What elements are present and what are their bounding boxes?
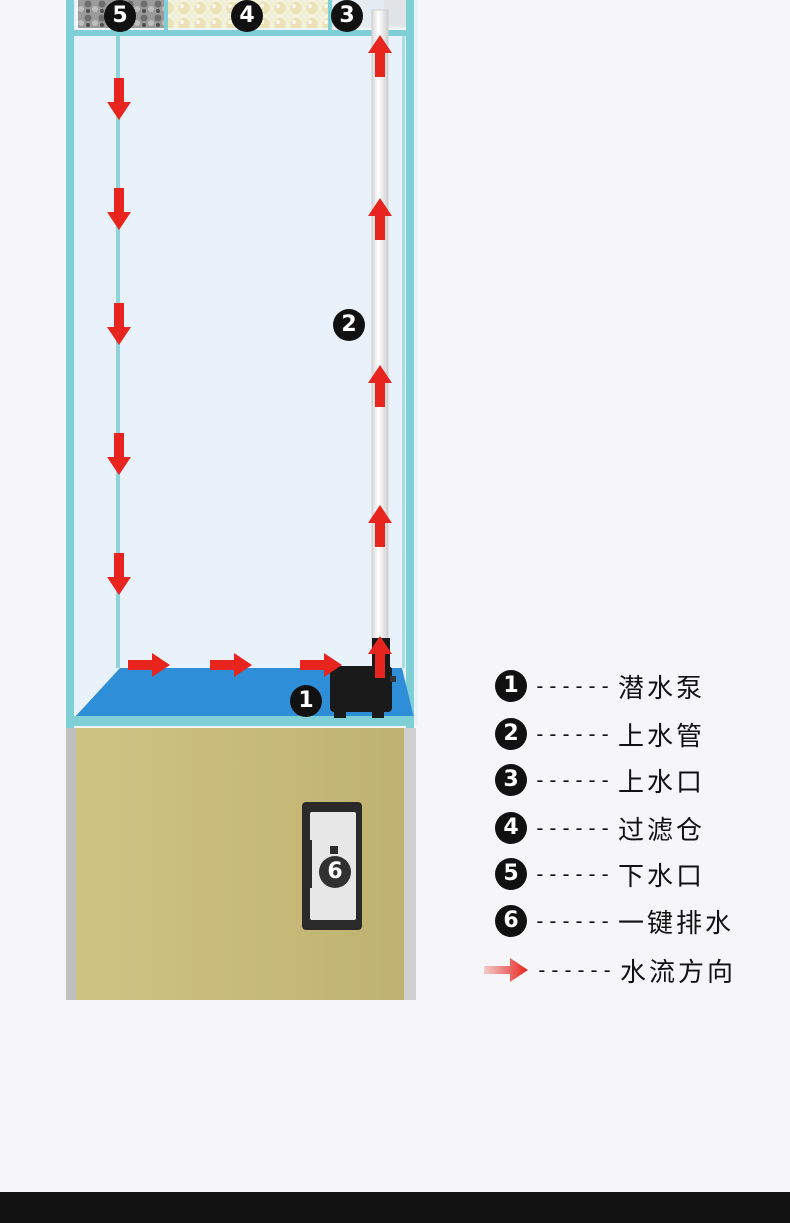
legend-dash: ------ (533, 674, 613, 698)
legend-item-inlet: 3 ------ 上水口 (494, 763, 706, 798)
legend-label-drain: 一键排水 (618, 908, 735, 939)
legend-marker-4: 4 (495, 812, 527, 844)
flow-arrow-up-1 (368, 35, 392, 77)
frame-filter-divider-1 (164, 0, 168, 32)
drain-box-handle (302, 840, 312, 888)
callout-3: 3 (331, 0, 363, 32)
cabinet-shadow-left (66, 728, 78, 1000)
legend-item-drain: 6 ------ 一键排水 (494, 904, 735, 939)
drain-box-button (330, 846, 338, 854)
legend-item-outlet: 5 ------ 下水口 (494, 857, 706, 892)
legend-item-pump: 1 ------ 潜水泵 (494, 669, 706, 704)
flow-arrow-up-2 (368, 198, 392, 240)
frame-bottom-bar (66, 716, 414, 726)
legend-marker-1: 1 (495, 670, 527, 702)
flow-arrow-right-1 (128, 653, 170, 677)
legend-dash: ------ (533, 909, 613, 933)
flow-arrows (107, 35, 392, 678)
legend-item-filter: 4 ------ 过滤仓 (494, 811, 706, 846)
legend-dash: ------ (533, 862, 613, 886)
cabinet-shadow-right (404, 728, 416, 1000)
legend-flow-arrow-icon (484, 958, 528, 982)
legend-label-filter: 过滤仓 (618, 815, 706, 846)
flow-arrow-down-5 (107, 553, 131, 595)
frame-filter-divider-2 (328, 0, 332, 32)
inner-back-edge (116, 36, 120, 668)
flow-arrow-right-3 (300, 653, 342, 677)
flow-arrow-down-3 (107, 303, 131, 345)
frame-right (406, 0, 414, 728)
legend-marker-5: 5 (495, 858, 527, 890)
frame-top-bar (66, 30, 414, 36)
legend-marker-2: 2 (495, 718, 527, 750)
legend-dash: ------ (535, 958, 615, 982)
legend-label-pump: 潜水泵 (618, 673, 706, 704)
flow-arrow-right-2 (210, 653, 252, 677)
tank-glass (70, 0, 418, 726)
legend-item-pipe: 2 ------ 上水管 (494, 717, 706, 752)
tank-floor (74, 668, 414, 718)
legend-dash: ------ (533, 816, 613, 840)
legend-label-inlet: 上水口 (618, 767, 706, 798)
legend-marker-3: 3 (495, 764, 527, 796)
flow-arrow-down-1 (107, 78, 131, 120)
flow-arrow-down-4 (107, 433, 131, 475)
return-pipe (371, 9, 389, 651)
pump-foot-left (334, 710, 346, 718)
flow-arrow-up-4 (368, 505, 392, 547)
pump-foot-right (372, 710, 384, 718)
legend-label-outlet: 下水口 (618, 861, 706, 892)
inner-back-edge-right (402, 36, 405, 668)
callout-6: 6 (319, 856, 351, 888)
legend-label-flow: 水流方向 (620, 957, 737, 988)
flow-arrow-up-3 (368, 365, 392, 407)
legend-item-flow: ------ 水流方向 (482, 953, 737, 988)
legend-dash: ------ (533, 768, 613, 792)
pump-nozzle (390, 676, 396, 682)
legend-marker-6: 6 (495, 905, 527, 937)
legend-label-pipe: 上水管 (618, 721, 706, 752)
frame-left (66, 0, 74, 728)
callout-4: 4 (231, 0, 263, 32)
callout-2: 2 (333, 309, 365, 341)
legend-dash: ------ (533, 722, 613, 746)
flow-arrow-down-2 (107, 188, 131, 230)
bottom-bar (0, 1192, 790, 1223)
flow-arrow-up-5 (368, 636, 392, 678)
callout-1: 1 (290, 685, 322, 717)
callout-5: 5 (104, 0, 136, 32)
